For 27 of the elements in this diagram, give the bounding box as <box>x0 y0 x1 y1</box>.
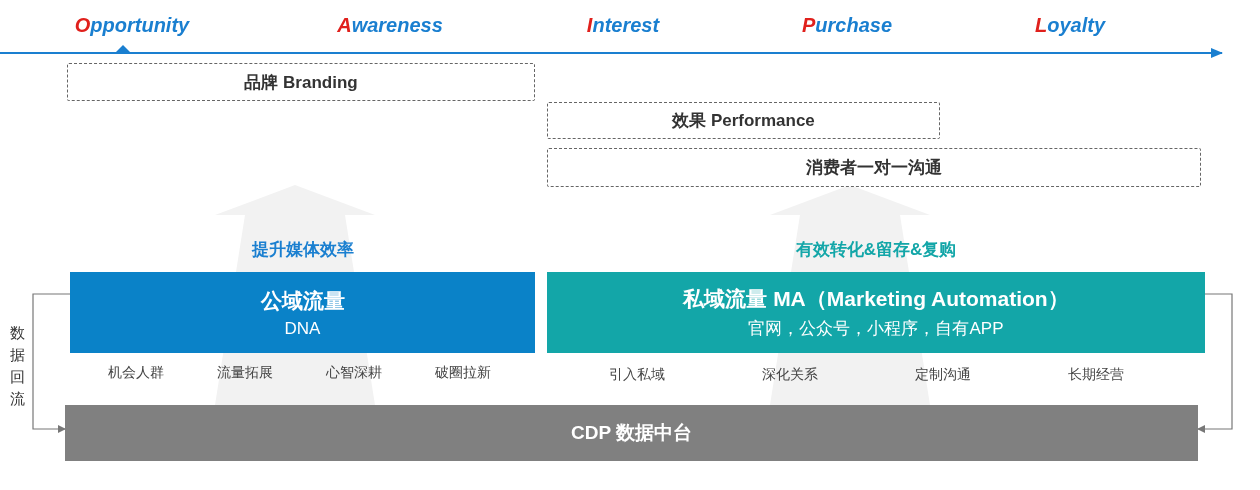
public-traffic-box <box>70 272 535 353</box>
step-label: 机会人群 <box>108 364 164 382</box>
stage-label: Interest <box>586 14 660 37</box>
step-label: 流量拓展 <box>217 364 273 382</box>
stage-label: Awareness <box>337 14 443 37</box>
band-heading: 提升媒体效率 <box>251 239 354 261</box>
stage-label: Purchase <box>801 14 893 37</box>
step-label: 引入私域 <box>609 366 665 384</box>
band-heading: 有效转化&留存&复购 <box>795 239 957 261</box>
cdp-bar: CDP 数据中台 <box>65 405 1198 461</box>
step-label: 长期经营 <box>1068 366 1124 384</box>
stage-label: Opportunity <box>74 14 190 37</box>
step-label: 深化关系 <box>762 366 818 384</box>
step-label: 破圈拉新 <box>435 364 491 382</box>
performance-box: 效果 Performance <box>547 102 940 139</box>
communication-box: 消费者一对一沟通 <box>547 148 1201 187</box>
step-label: 心智深耕 <box>326 364 382 382</box>
step-label: 定制沟通 <box>915 366 971 384</box>
box-title: 私域流量 MA（Marketing Automation） <box>683 286 1069 312</box>
branding-box: 品牌 Branding <box>67 63 535 101</box>
stage-label: Loyalty <box>1035 14 1105 37</box>
private-traffic-box <box>547 272 1205 353</box>
box-title: 公域流量 <box>260 287 345 314</box>
connector-arrow <box>32 293 71 433</box>
box-subtitle: DNA <box>284 318 321 339</box>
connector-arrow <box>1197 293 1233 433</box>
box-subtitle: 官网，公众号，小程序，自有APP <box>748 318 1004 340</box>
